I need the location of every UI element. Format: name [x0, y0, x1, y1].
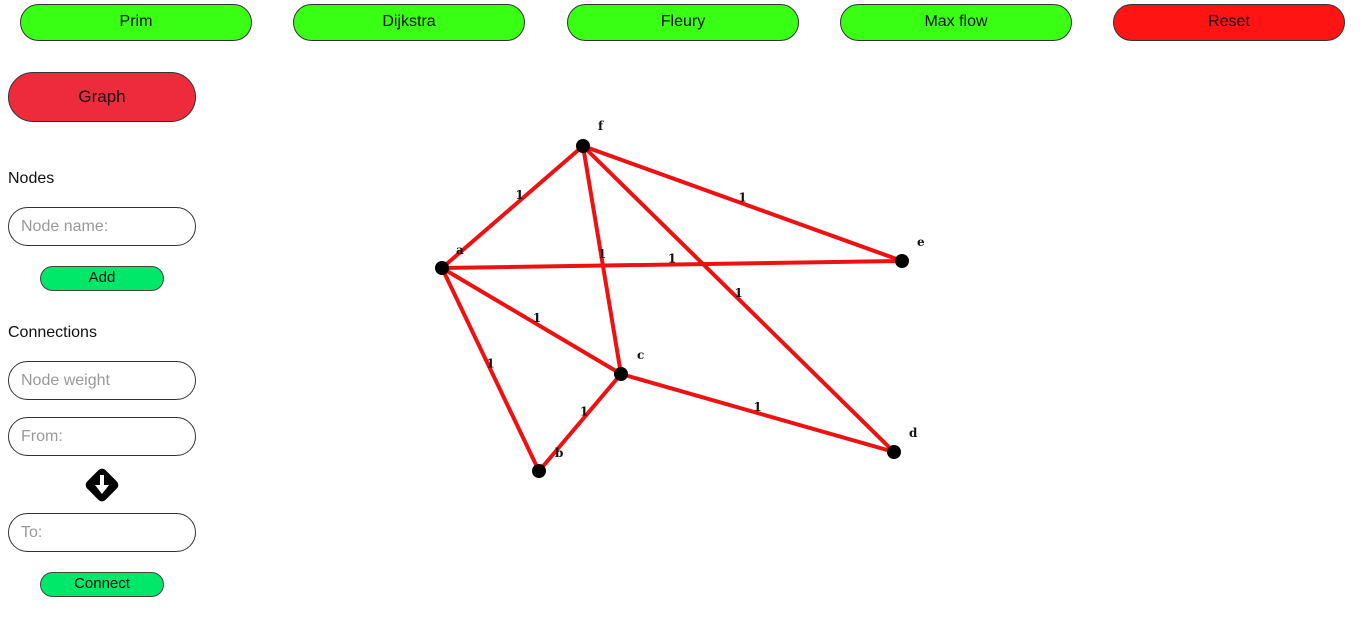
max-flow-button[interactable]: Max flow — [840, 4, 1072, 41]
edge-f-c — [581, 144, 623, 376]
node-b[interactable] — [532, 464, 546, 478]
node-f[interactable] — [576, 139, 590, 153]
edge-weight-label: 1 — [738, 191, 746, 205]
edge-c-b — [537, 372, 623, 473]
connections-label: Connections — [8, 324, 97, 341]
edge-a-e — [440, 259, 904, 270]
node-label-c: c — [637, 348, 644, 362]
edge-c-d — [619, 372, 896, 454]
prim-button[interactable]: Prim — [20, 4, 252, 41]
node-label-b: b — [555, 446, 563, 460]
edge-f-d — [581, 144, 896, 454]
edge-weight-label: 1 — [598, 247, 606, 261]
fleury-button[interactable]: Fleury — [567, 4, 799, 41]
edge-weight-label: 1 — [753, 400, 761, 414]
edge-f-e — [581, 144, 904, 263]
node-name-input[interactable] — [8, 207, 196, 246]
node-a[interactable] — [435, 261, 449, 275]
swap-direction-icon[interactable] — [82, 465, 122, 505]
reset-button[interactable]: Reset — [1113, 4, 1345, 41]
add-button[interactable]: Add — [40, 266, 164, 291]
edge-weight-label: 1 — [515, 188, 523, 202]
node-label-e: e — [917, 235, 925, 249]
node-c[interactable] — [614, 367, 628, 381]
edge-a-b — [440, 266, 541, 473]
edge-weight-label: 1 — [533, 311, 541, 325]
edge-weight-label: 1 — [668, 252, 676, 266]
connect-button[interactable]: Connect — [40, 572, 164, 597]
nodes-label: Nodes — [8, 170, 55, 187]
from-input[interactable] — [8, 417, 196, 456]
node-weight-input[interactable] — [8, 361, 196, 400]
edge-weight-label: 1 — [580, 405, 588, 419]
edge-weight-label: 1 — [486, 357, 494, 371]
edge-a-f — [440, 144, 585, 270]
node-label-a: a — [456, 243, 464, 257]
node-label-f: f — [598, 119, 604, 133]
to-input[interactable] — [8, 513, 196, 552]
edge-weight-label: 1 — [734, 286, 742, 300]
node-d[interactable] — [887, 445, 901, 459]
graph-button[interactable]: Graph — [8, 72, 196, 122]
edge-a-c — [440, 266, 623, 376]
node-label-d: d — [909, 426, 918, 440]
dijkstra-button[interactable]: Dijkstra — [293, 4, 525, 41]
node-e[interactable] — [895, 254, 909, 268]
